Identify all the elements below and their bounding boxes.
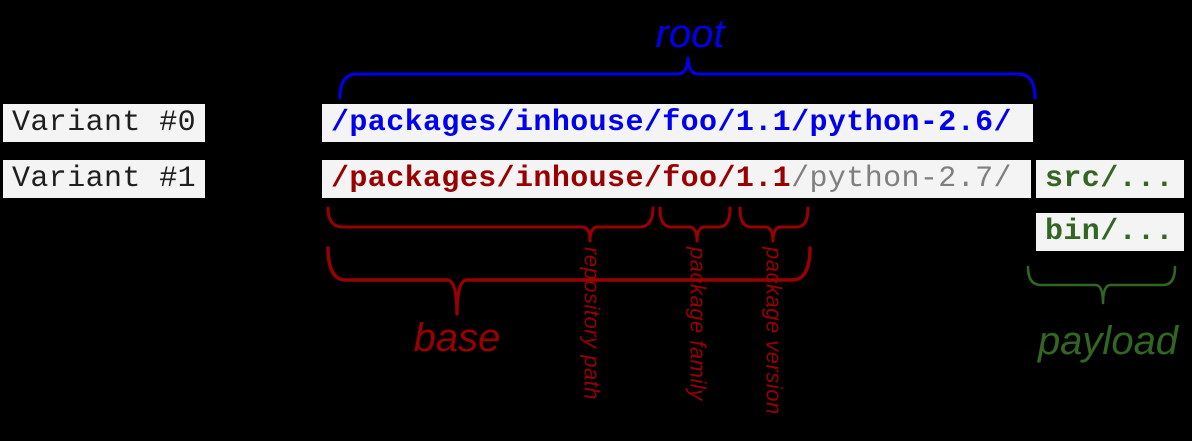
package-family-label: package family — [685, 247, 711, 401]
payload-bin-box: bin/... — [1036, 213, 1184, 251]
payload-src-box: src/... — [1036, 160, 1184, 198]
payload-label: payload — [1037, 319, 1179, 363]
variant-0-path: /packages/inhouse/foo/1.1/python-2.6/ — [322, 104, 1033, 142]
package-version-brace — [738, 206, 810, 243]
variant-1-path-rest-segment: /python-2.7/ — [791, 162, 1012, 196]
base-label: base — [413, 316, 501, 360]
variant-1-label: Variant #1 — [3, 160, 205, 198]
repository-path-label: repository path — [579, 247, 605, 401]
repository-path-brace — [326, 206, 655, 243]
package-version-label: package version — [761, 247, 787, 415]
package-family-brace — [658, 206, 732, 243]
variant-1-path: /packages/inhouse/foo/1.1/python-2.7/ — [322, 160, 1031, 198]
root-brace — [338, 56, 1037, 100]
payload-brace — [1026, 265, 1177, 305]
base-brace — [326, 246, 812, 316]
variant-1-path-base-segment: /packages/inhouse/foo/1.1 — [331, 162, 792, 196]
variant-0-label: Variant #0 — [3, 104, 205, 142]
root-label: root — [655, 12, 725, 56]
